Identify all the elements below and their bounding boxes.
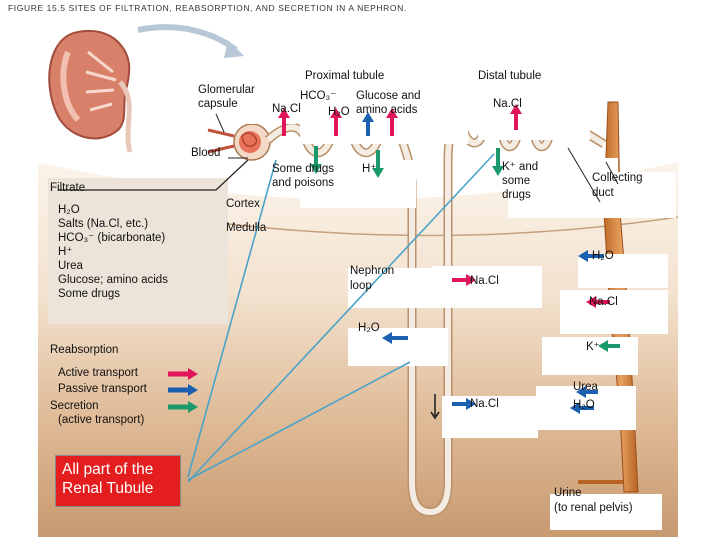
filtrate-panel bbox=[48, 178, 228, 324]
urine-label-2: (to renal pelvis) bbox=[554, 502, 633, 514]
proximal-glucose-label-1: Glucose and bbox=[356, 90, 421, 102]
filtrate-item: HCO₃⁻ (bicarbonate) bbox=[58, 232, 166, 244]
duct-k-label: K⁺ bbox=[586, 341, 600, 353]
filtrate-item: Glucose; amino acids bbox=[58, 274, 168, 286]
callout-line-2-text: Renal Tubule bbox=[62, 480, 154, 497]
callout-line-3 bbox=[187, 153, 495, 483]
callout-line-1 bbox=[187, 159, 277, 478]
blood-label: Blood bbox=[191, 147, 221, 159]
collecting-duct-label-1: Collecting bbox=[592, 172, 643, 184]
duct-nacl-label: Na.Cl bbox=[589, 296, 618, 308]
diagram-background bbox=[38, 24, 678, 537]
legend-secretion-sub: (active transport) bbox=[58, 414, 145, 426]
filtrate-item: Some drugs bbox=[58, 288, 121, 300]
nephron-loop-label-1: Nephron bbox=[350, 265, 395, 277]
callout-line-2 bbox=[187, 361, 411, 481]
renal-tubule-callout: All part of the Renal Tubule bbox=[55, 455, 181, 507]
nephron-loop-label-2: loop bbox=[350, 280, 372, 292]
kidney-illustration bbox=[48, 29, 133, 153]
medulla-label: Medulla bbox=[226, 222, 267, 234]
distal-k-label-1: K⁺ and bbox=[502, 161, 539, 173]
loop-h2o-label: H₂O bbox=[358, 322, 380, 334]
duct-h2o-lower-label: H₂O bbox=[573, 399, 595, 411]
duct-h2o-upper-label: H₂O bbox=[592, 250, 614, 262]
proximal-hco3-label: HCO₃⁻ bbox=[300, 90, 337, 102]
legend-active: Active transport bbox=[58, 367, 138, 379]
proximal-tubule-label: Proximal tubule bbox=[305, 70, 385, 82]
filtrate-item: Urea bbox=[58, 260, 83, 272]
legend-passive: Passive transport bbox=[58, 383, 147, 395]
proximal-h-label: H⁺ bbox=[362, 163, 377, 175]
loop-nacl-upper-label: Na.Cl bbox=[470, 275, 499, 287]
legend-title: Reabsorption bbox=[50, 344, 119, 356]
distal-k-label-3: drugs bbox=[502, 189, 531, 201]
loop-nacl-lower-label: Na.Cl bbox=[470, 398, 499, 410]
glomerular-capsule-label-2: capsule bbox=[198, 98, 238, 110]
filtrate-item: H₂O bbox=[58, 204, 80, 216]
filtrate-title: Filtrate bbox=[50, 182, 86, 194]
filtrate-item: H⁺ bbox=[58, 246, 73, 258]
glomerular-capsule-label-1: Glomerular bbox=[198, 84, 255, 96]
proximal-drugs-label-1: Some drugs bbox=[272, 163, 335, 175]
proximal-nacl-label: Na.Cl bbox=[272, 103, 301, 115]
proximal-h2o-label: H₂O bbox=[328, 106, 350, 118]
collecting-duct-label-2: duct bbox=[592, 187, 614, 199]
urine-label-1: Urine bbox=[554, 487, 582, 499]
distal-tubule-label: Distal tubule bbox=[478, 70, 542, 82]
proximal-glucose-label-2: amino acids bbox=[356, 104, 418, 116]
legend-secretion: Secretion bbox=[50, 400, 99, 412]
callout-line-1-text: All part of the bbox=[62, 461, 154, 478]
distal-k-label-2: some bbox=[502, 175, 531, 187]
duct-urea-label: Urea bbox=[573, 381, 598, 393]
nephron-diagram: Proximal tubule Distal tubule Glomerular… bbox=[38, 12, 678, 537]
proximal-drugs-label-2: and poisons bbox=[272, 177, 335, 189]
kidney-zoom-arrow bbox=[137, 24, 238, 53]
filtrate-item: Salts (Na.Cl, etc.) bbox=[58, 218, 149, 230]
figure-title: FIGURE 15.5 SITES OF FILTRATION, REABSOR… bbox=[8, 3, 407, 13]
distal-nacl-label: Na.Cl bbox=[493, 98, 522, 110]
cortex-label: Cortex bbox=[226, 198, 260, 210]
